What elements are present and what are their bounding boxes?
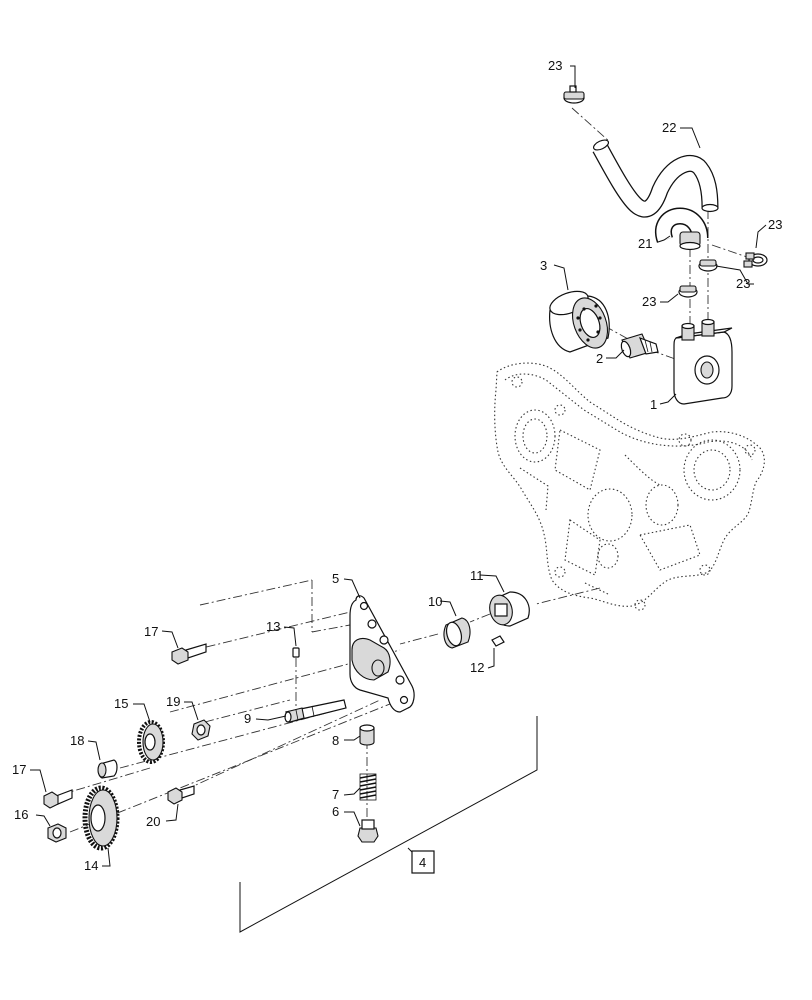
locating-pin — [292, 647, 300, 658]
callout-15: 15 — [114, 696, 128, 711]
callout-11: 11 — [470, 568, 484, 583]
callout-7: 7 — [332, 787, 339, 802]
spacer-18 — [97, 759, 118, 779]
callout-labels: 23 22 23 21 23 3 23 2 1 5 11 10 12 13 17… — [12, 58, 782, 874]
callout-16: 16 — [14, 807, 28, 822]
callout-4: 4 — [419, 855, 426, 870]
relief-valve-plug — [357, 819, 379, 843]
drive-coupling — [489, 591, 530, 627]
hose-clamp-mid — [698, 259, 718, 272]
callout-23-top: 23 — [548, 58, 562, 73]
drive-gear — [137, 720, 165, 764]
callout-22: 22 — [662, 120, 676, 135]
callout-3: 3 — [540, 258, 547, 273]
relief-valve-spring — [359, 773, 377, 801]
elbow-hose — [655, 207, 709, 251]
threaded-fitting — [620, 333, 659, 359]
hose-clamp-top — [563, 85, 585, 104]
bolt-17-upper — [171, 643, 207, 665]
nut-19 — [191, 719, 211, 741]
pump-housing — [349, 595, 415, 713]
callout-21: 21 — [638, 236, 652, 251]
callout-17-upper: 17 — [144, 624, 158, 639]
oil-filter — [549, 290, 610, 353]
hose-clamp-right — [743, 252, 768, 268]
callout-19: 19 — [166, 694, 180, 709]
leader-lines — [30, 65, 767, 867]
assembly-centerlines — [59, 107, 751, 833]
hose-clamp-low — [678, 285, 698, 298]
callout-23-lower-right: 23 — [736, 276, 750, 291]
pump-shaft — [284, 699, 347, 723]
bolt-17-lower — [43, 789, 73, 809]
callout-12: 12 — [470, 660, 484, 675]
callout-13: 13 — [266, 619, 280, 634]
callout-5: 5 — [332, 571, 339, 586]
kit-callout-box — [411, 850, 435, 874]
kit-bracket — [239, 716, 538, 933]
callout-14: 14 — [84, 858, 98, 873]
callout-18: 18 — [70, 733, 84, 748]
relief-valve-plunger — [359, 724, 375, 746]
oil-cooler — [673, 318, 733, 405]
idler-gear — [82, 785, 120, 851]
coolant-hose — [592, 139, 719, 218]
callout-17-lower: 17 — [12, 762, 26, 777]
bushing — [443, 617, 471, 649]
callout-9: 9 — [244, 711, 251, 726]
callout-8: 8 — [332, 733, 339, 748]
callout-20: 20 — [146, 814, 160, 829]
callout-23-right: 23 — [768, 217, 782, 232]
callout-10: 10 — [428, 594, 442, 609]
bolt-20 — [167, 785, 195, 805]
gear-cover-reference-outline — [494, 362, 765, 611]
callout-23-left: 23 — [642, 294, 656, 309]
callout-6: 6 — [332, 804, 339, 819]
callout-1: 1 — [650, 397, 657, 412]
callout-2: 2 — [596, 351, 603, 366]
dowel-pin — [491, 635, 505, 647]
nut-16 — [47, 823, 67, 843]
